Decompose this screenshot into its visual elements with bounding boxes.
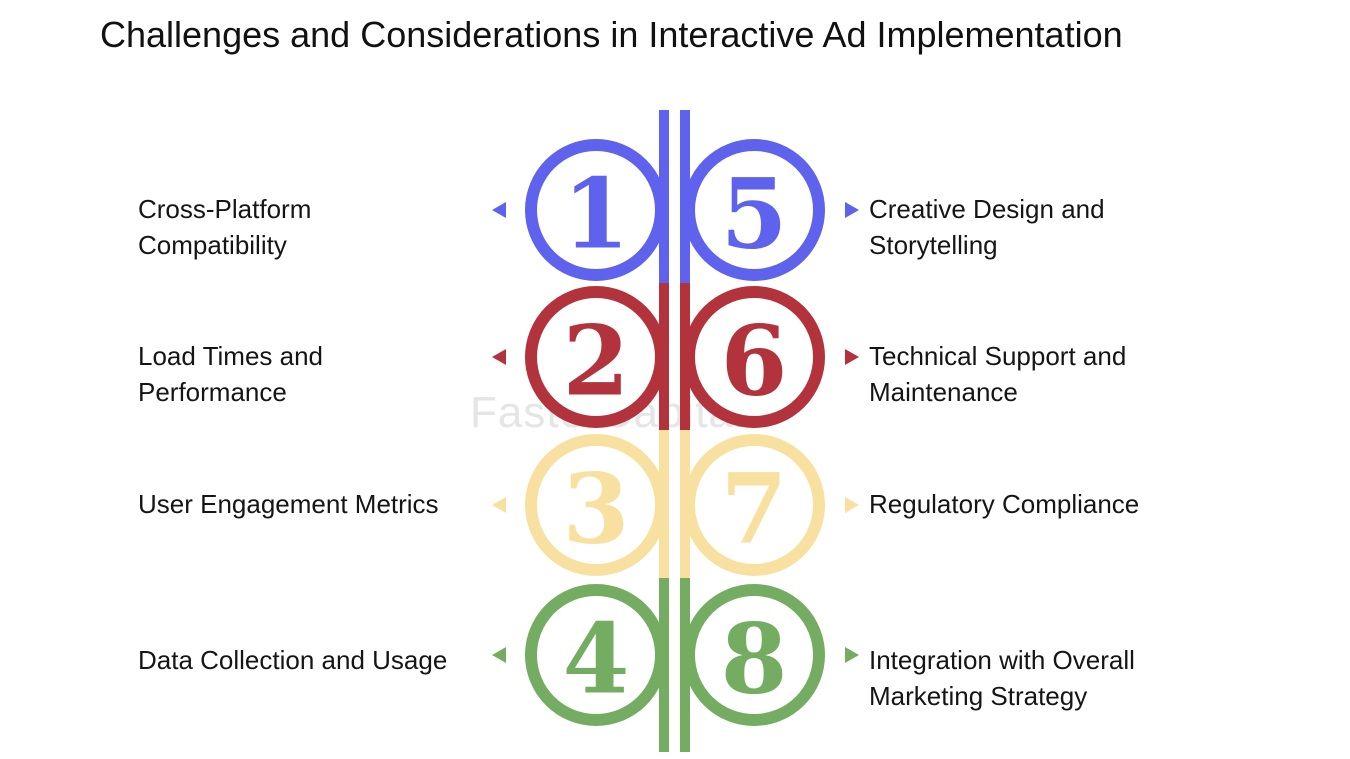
item-label-3: User Engagement Metrics bbox=[138, 489, 439, 519]
pointer-arrows bbox=[492, 202, 859, 663]
page-title: Challenges and Considerations in Interac… bbox=[100, 14, 1123, 55]
number-ring-2 bbox=[525, 286, 667, 428]
number-8: 8 bbox=[721, 603, 788, 716]
number-ring-7 bbox=[683, 434, 825, 576]
item-label-7: Regulatory Compliance bbox=[869, 489, 1140, 519]
number-ring-6 bbox=[683, 286, 825, 428]
number-3: 3 bbox=[563, 453, 630, 566]
number-7: 7 bbox=[721, 453, 788, 566]
number-4: 4 bbox=[563, 603, 630, 716]
item-label-6: Technical Support and Maintenance bbox=[869, 341, 1127, 407]
number-1: 1 bbox=[563, 158, 630, 271]
number-ring-3 bbox=[525, 434, 667, 576]
number-ring-8 bbox=[683, 584, 825, 726]
number-rings: 1 2 3 4 5 6 7 8 bbox=[525, 139, 825, 726]
item-label-1: Cross-Platform Compatibility bbox=[138, 194, 312, 260]
arrow-right-icon-8 bbox=[845, 647, 859, 663]
arrow-right-icon-5 bbox=[845, 202, 859, 218]
item-label-8: Integration with Overall Marketing Strat… bbox=[869, 645, 1135, 711]
arrow-right-icon-7 bbox=[845, 497, 859, 513]
number-6: 6 bbox=[721, 305, 788, 418]
arrow-left-icon-4 bbox=[492, 647, 506, 663]
arrow-right-icon-6 bbox=[845, 349, 859, 365]
number-ring-4 bbox=[525, 584, 667, 726]
number-ring-1 bbox=[525, 139, 667, 281]
item-label-4: Data Collection and Usage bbox=[138, 645, 448, 675]
arrow-left-icon-1 bbox=[492, 202, 506, 218]
number-5: 5 bbox=[721, 158, 788, 271]
item-label-5: Creative Design and Storytelling bbox=[869, 194, 1105, 260]
item-label-2: Load Times and Performance bbox=[138, 341, 324, 407]
arrow-left-icon-3 bbox=[492, 497, 506, 513]
number-2: 2 bbox=[563, 305, 630, 418]
arrow-left-icon-2 bbox=[492, 349, 506, 365]
number-ring-5 bbox=[683, 139, 825, 281]
